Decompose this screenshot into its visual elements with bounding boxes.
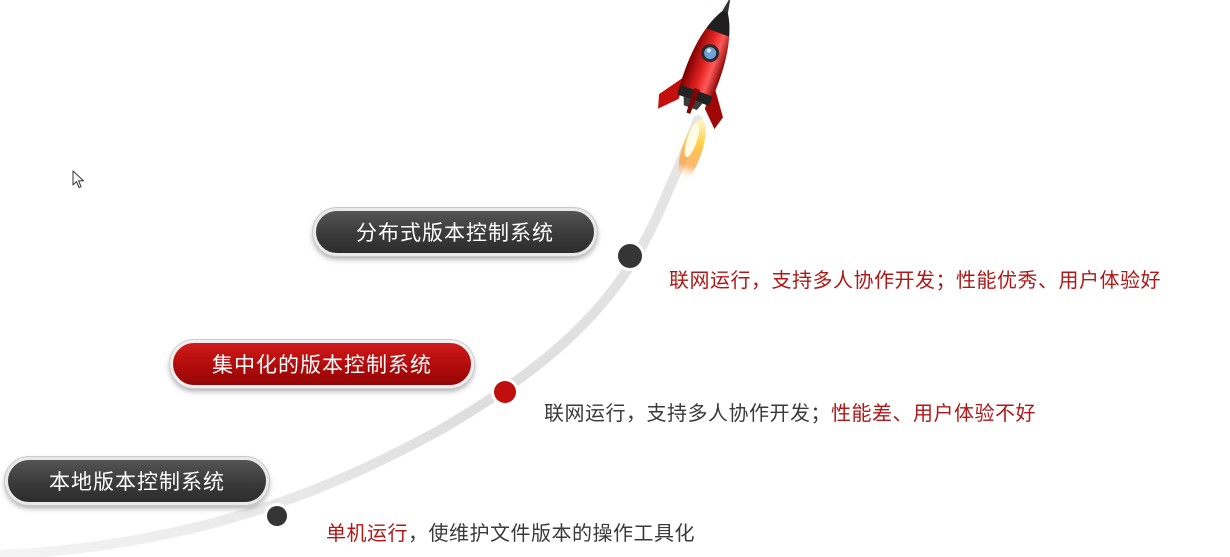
desc-part: 单机运行 bbox=[326, 521, 408, 545]
mouse-cursor-icon bbox=[72, 170, 85, 189]
stage-pill-distributed: 分布式版本控制系统 bbox=[312, 207, 598, 257]
milestone-dot-distributed bbox=[615, 241, 645, 271]
rocket-flame bbox=[678, 119, 706, 181]
rocket-icon bbox=[658, 0, 731, 130]
desc-part: 联网运行，支持多人协作开发； bbox=[544, 401, 831, 425]
desc-part: 联网运行，支持多人协作开发；性能优秀、用户体验好 bbox=[669, 268, 1161, 292]
desc-part: 性能差、用户体验不好 bbox=[831, 401, 1036, 425]
stage-desc-local: 单机运行，使维护文件版本的操作工具化 bbox=[326, 517, 695, 546]
milestone-dot-centralized bbox=[491, 378, 519, 406]
stage-desc-centralized: 联网运行，支持多人协作开发；性能差、用户体验不好 bbox=[544, 397, 1036, 426]
stage-pill-local: 本地版本控制系统 bbox=[4, 456, 270, 506]
milestone-dot-local bbox=[264, 503, 290, 529]
stage-desc-distributed: 联网运行，支持多人协作开发；性能优秀、用户体验好 bbox=[669, 264, 1161, 293]
desc-part: ，使维护文件版本的操作工具化 bbox=[408, 521, 695, 545]
stage-pill-centralized: 集中化的版本控制系统 bbox=[169, 339, 475, 389]
